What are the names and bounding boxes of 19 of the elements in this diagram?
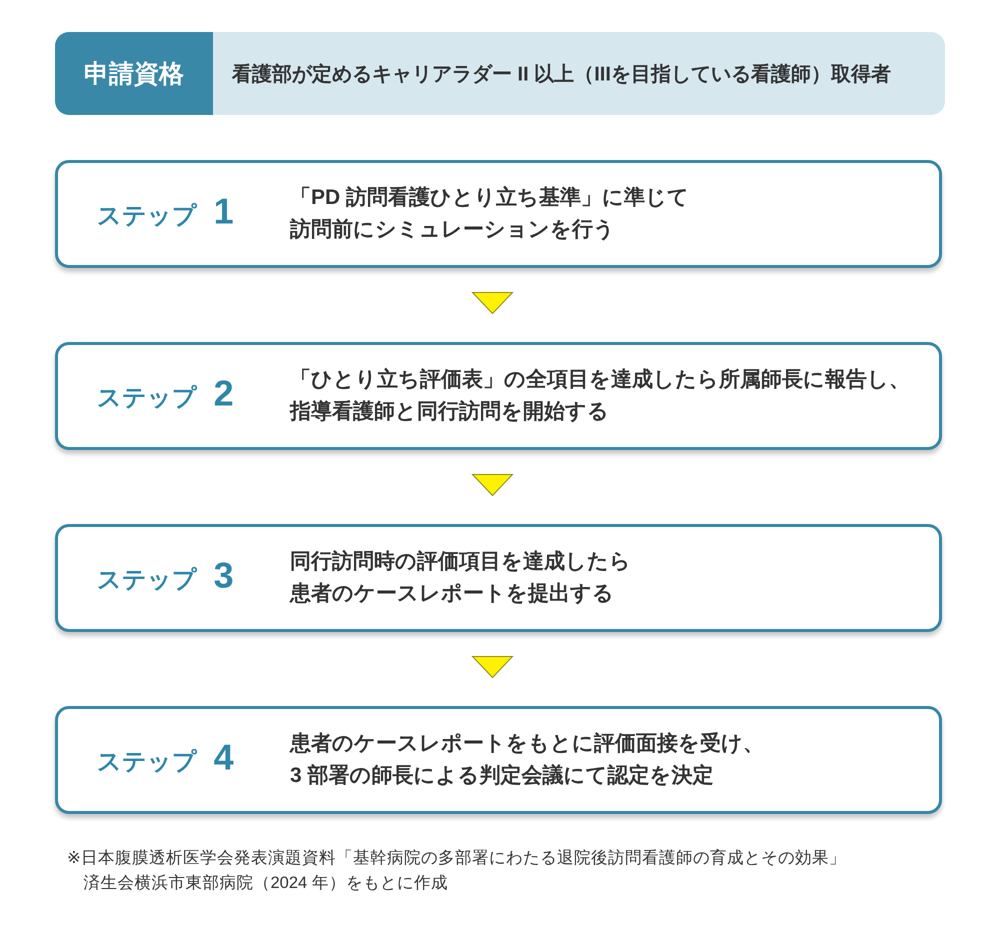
- step-box: [55, 706, 942, 814]
- source-note: ※日本腹膜透析医学会発表演題資料「基幹病院の多部署にわたる退院後訪問看護師の育成とその効果」済生会横浜市東部病院（2024 年）をもとに作成: [67, 848, 847, 894]
- step-box: [55, 160, 942, 268]
- step-description: 「ひとり立ち評価表」の全項目を達成したら所属師長に報告し、指導看護師と同行訪問を開始する: [290, 366, 911, 425]
- step-box: [55, 524, 942, 632]
- step-description: 患者のケースレポートをもとに評価面接を受け、3 部署の師長による判定会議にて認定を決定: [290, 731, 765, 789]
- triangle-arrow: [471, 656, 514, 678]
- triangle-arrow: [471, 474, 514, 496]
- step-label: ステップ 3: [97, 556, 234, 598]
- step-label: ステップ 2: [97, 374, 234, 416]
- step-box: [55, 342, 942, 450]
- step-description: 同行訪問時の評価項目を達成したら患者のケースレポートを提出する: [290, 549, 632, 607]
- step-description: 「PD 訪問看護ひとり立ち基準」に準じて訪問前にシミュレーションを行う: [290, 184, 690, 243]
- triangle-arrow: [471, 292, 514, 314]
- requirement-banner: [55, 32, 945, 115]
- heading-tab: 申請資格: [55, 32, 213, 115]
- step-label: ステップ 1: [97, 192, 234, 234]
- step-label: ステップ 4: [97, 738, 234, 780]
- requirement-text: 看護部が定めるキャリアラダー II 以上（IIIを目指している看護師）取得者: [232, 62, 891, 87]
